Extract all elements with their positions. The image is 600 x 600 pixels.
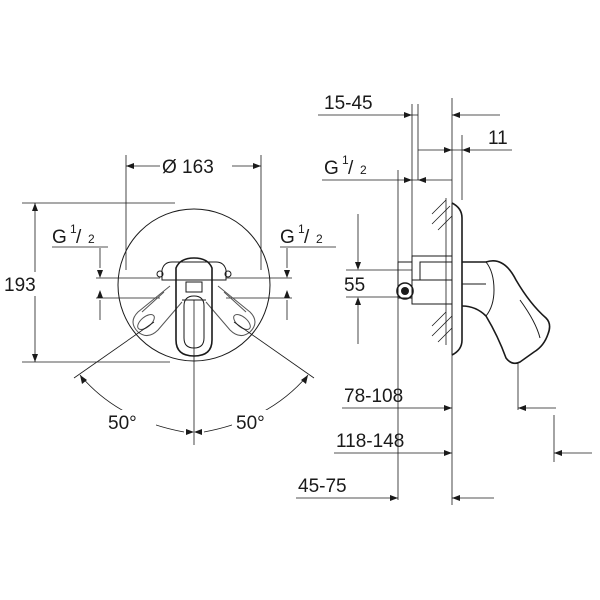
thread-left-g: G [52,227,67,248]
dim-11: 11 [418,128,512,153]
dim-15-45: 15-45 [318,93,500,118]
thread-side-g: G [324,158,339,179]
thread-right-den: 2 [316,232,323,246]
label-45-75: 45-75 [298,476,347,497]
label-15-45: 15-45 [324,93,373,114]
dim-118-148: 118-148 [334,431,592,456]
thread-right: G 1 / 2 [226,222,336,320]
label-118-148: 118-148 [336,431,404,452]
thread-side-num: 1 [342,153,349,167]
label-55: 55 [344,275,365,296]
thread-right-num: 1 [298,222,305,236]
angle-left: 50° [79,374,194,435]
lever-side [461,260,551,365]
svg-text:/: / [348,158,354,179]
wall-hatch [431,198,453,345]
valve-body [396,255,453,305]
svg-text:/: / [76,227,82,248]
label-78-108: 78-108 [344,386,403,407]
thread-side: G 1 / 2 [322,153,452,183]
front-view: Ø 163 193 G 1 / 2 [0,153,336,445]
mixer-handle-front [132,257,256,357]
cover-plate-side [451,202,463,356]
angle-right: 50° [194,374,309,435]
angle-right-label: 50° [236,413,265,434]
diameter-label: Ø 163 [162,157,214,178]
thread-left-num: 1 [70,222,77,236]
height-dimension: 193 [0,202,175,363]
side-view: 15-45 11 G 1 / 2 5 [296,93,592,505]
thread-right-g: G [280,227,295,248]
dim-78-108: 78-108 [342,386,556,411]
height-label: 193 [4,275,36,296]
thread-side-den: 2 [360,163,367,177]
label-11: 11 [488,128,508,149]
dim-55: 55 [342,214,412,344]
dim-45-75: 45-75 [296,476,494,501]
diameter-dimension: Ø 163 [125,153,262,270]
angle-left-label: 50° [108,413,137,434]
svg-text:/: / [304,227,310,248]
thread-left: G 1 / 2 [52,222,160,320]
thread-left-den: 2 [88,232,95,246]
